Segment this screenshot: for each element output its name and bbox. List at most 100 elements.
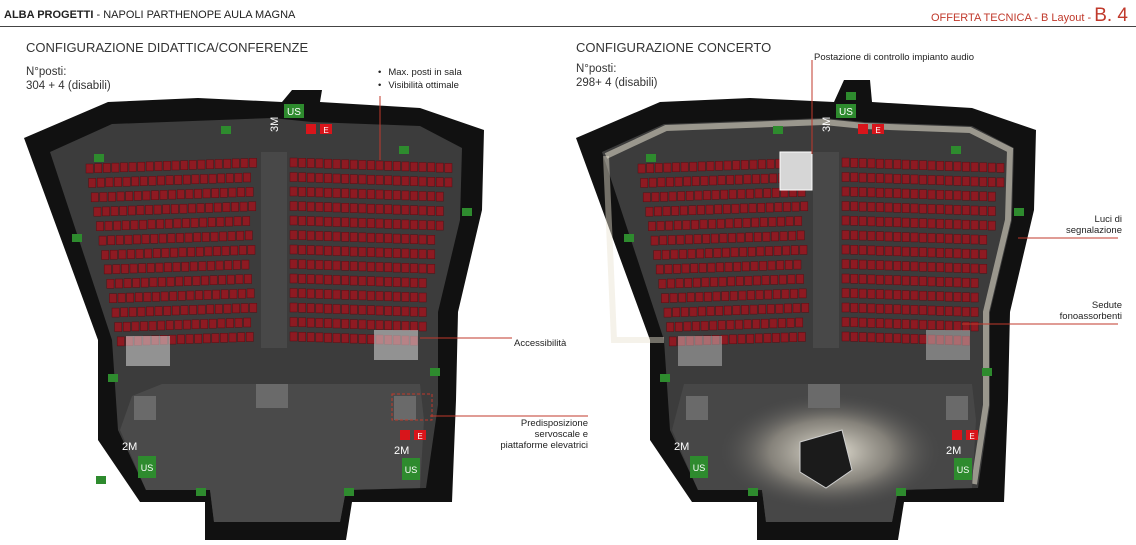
seat bbox=[763, 188, 772, 198]
right-ann-audio: Postazione di controllo impianto audio bbox=[814, 52, 975, 63]
seat bbox=[162, 204, 171, 215]
left-wheelchair-area-2 bbox=[374, 330, 418, 360]
seat bbox=[727, 276, 736, 287]
seat bbox=[970, 292, 979, 303]
seat bbox=[858, 216, 867, 226]
seat bbox=[315, 318, 324, 328]
seat bbox=[682, 220, 691, 230]
seat bbox=[919, 290, 927, 301]
left-seating-block bbox=[85, 157, 453, 347]
seat bbox=[358, 218, 367, 228]
left-posti-value: 304 + 4 (disabili) bbox=[26, 80, 111, 92]
seat bbox=[375, 160, 384, 171]
seat bbox=[726, 175, 735, 185]
seat bbox=[384, 233, 393, 244]
right-ann-lights: Luci di segnalazione bbox=[1066, 214, 1122, 236]
seat bbox=[116, 336, 125, 347]
seat bbox=[751, 217, 760, 228]
seat bbox=[208, 173, 217, 184]
seat bbox=[358, 160, 367, 170]
left-posti-label: N°posti: bbox=[26, 66, 67, 78]
seat bbox=[741, 305, 749, 315]
seat bbox=[249, 158, 257, 168]
seat bbox=[104, 221, 113, 231]
seat bbox=[306, 317, 315, 328]
seat bbox=[165, 175, 174, 185]
seat bbox=[332, 217, 341, 227]
seat bbox=[375, 204, 384, 214]
seat bbox=[763, 333, 772, 343]
seat bbox=[392, 219, 401, 229]
seat bbox=[245, 332, 254, 342]
seat bbox=[298, 288, 307, 299]
left-ann-lift-3: piattaforme elevatrici bbox=[500, 440, 588, 451]
seat bbox=[427, 206, 436, 216]
seat bbox=[146, 306, 154, 317]
seat bbox=[154, 161, 163, 171]
seat bbox=[713, 248, 722, 258]
seat bbox=[418, 249, 427, 259]
seat bbox=[367, 174, 375, 185]
seat bbox=[289, 186, 298, 197]
seat bbox=[401, 190, 410, 201]
right-ann-lights-1: Luci di bbox=[1094, 214, 1122, 225]
seat bbox=[936, 248, 945, 258]
section-number: B. 4 bbox=[1094, 5, 1128, 26]
seat bbox=[211, 333, 220, 343]
seat bbox=[936, 277, 945, 287]
seat bbox=[651, 192, 660, 202]
seat bbox=[392, 161, 401, 171]
seat bbox=[927, 320, 936, 330]
left-stage-steps-right bbox=[394, 396, 416, 420]
seat bbox=[199, 217, 208, 228]
seat bbox=[349, 217, 358, 228]
seat bbox=[876, 332, 884, 343]
seat bbox=[341, 174, 350, 184]
seat bbox=[687, 249, 696, 259]
seat bbox=[944, 204, 953, 215]
seat bbox=[358, 290, 367, 301]
seat bbox=[970, 278, 979, 288]
right-stage-steps-right bbox=[946, 396, 968, 420]
seat bbox=[154, 306, 163, 316]
seat bbox=[700, 321, 709, 331]
seat bbox=[936, 161, 945, 171]
seat bbox=[384, 204, 393, 215]
seat bbox=[773, 246, 782, 256]
seat bbox=[375, 262, 384, 272]
seat bbox=[341, 304, 350, 315]
seat bbox=[349, 304, 358, 315]
seat bbox=[953, 219, 962, 230]
seat bbox=[341, 232, 350, 242]
seat bbox=[642, 192, 651, 203]
seat bbox=[867, 202, 876, 212]
seat bbox=[753, 232, 762, 242]
seat bbox=[167, 233, 176, 243]
header-title: ALBA PROGETTI - NAPOLI PARTHENOPE AULA M… bbox=[4, 9, 295, 21]
seat bbox=[107, 235, 116, 246]
seat bbox=[332, 275, 341, 285]
seat bbox=[876, 260, 884, 270]
seat bbox=[936, 306, 945, 316]
seat bbox=[700, 176, 709, 186]
seat bbox=[185, 189, 194, 199]
seat bbox=[876, 202, 884, 212]
seat bbox=[910, 203, 919, 214]
seat bbox=[850, 216, 859, 226]
seat bbox=[936, 175, 945, 186]
seat bbox=[674, 321, 683, 332]
seat bbox=[962, 306, 970, 317]
left-exit-upper: US 3M E bbox=[269, 104, 332, 135]
seat bbox=[324, 202, 332, 212]
seat bbox=[140, 321, 148, 331]
seat bbox=[665, 220, 674, 231]
seat bbox=[146, 263, 155, 273]
seat bbox=[884, 188, 893, 198]
seat bbox=[677, 336, 686, 346]
seat bbox=[970, 321, 979, 332]
seat bbox=[332, 246, 341, 256]
seat bbox=[324, 216, 332, 227]
seat bbox=[893, 333, 902, 344]
seat bbox=[656, 221, 665, 231]
seat bbox=[220, 289, 229, 300]
